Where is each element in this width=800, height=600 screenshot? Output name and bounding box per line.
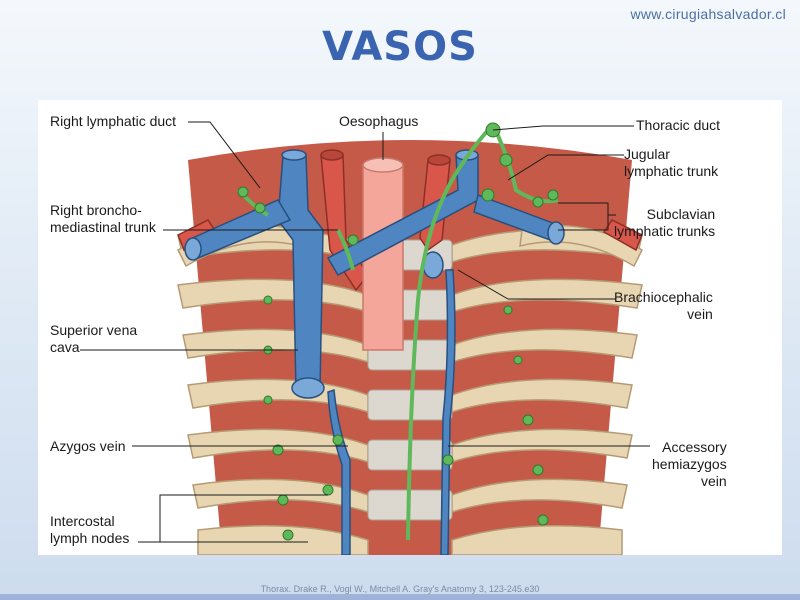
label-azygos-vein: Azygos vein [50,438,126,454]
label-right-lymphatic-duct: Right lymphatic duct [50,113,177,129]
label-brachiocephalic-vein: Brachiocephalic vein [614,289,713,322]
source-caption: Thorax. Drake R., Vogl W., Mitchell A. G… [260,584,540,594]
bottom-bar [0,594,800,600]
oesophagus [362,157,404,351]
label-oesophagus: Oesophagus [339,113,419,129]
label-right-bronchomediastinal-trunk: Right broncho- mediastinal trunk [50,202,156,235]
leader-lines [80,121,650,543]
veins [184,149,565,555]
label-subclavian-lymphatic-trunks: Subclavian lymphatic trunks [614,206,716,239]
label-thoracic-duct: Thoracic duct [636,117,721,133]
label-intercostal-lymph-nodes: Intercostal lymph nodes [50,513,130,546]
label-jugular-lymphatic-trunk: Jugular lymphatic trunk [624,146,719,179]
lymph-nodes [237,122,559,541]
slide-title: VASOS [322,24,478,70]
label-accessory-hemiazygos-vein: Accessory hemiazygos vein [652,439,727,489]
site-url: www.cirugiahsalvador.cl [630,6,786,22]
anatomy-figure: Right lymphatic duct Oesophagus Thoracic… [38,100,782,555]
thorax-illustration [80,121,650,555]
label-superior-vena-cava: Superior vena cava [50,322,138,355]
